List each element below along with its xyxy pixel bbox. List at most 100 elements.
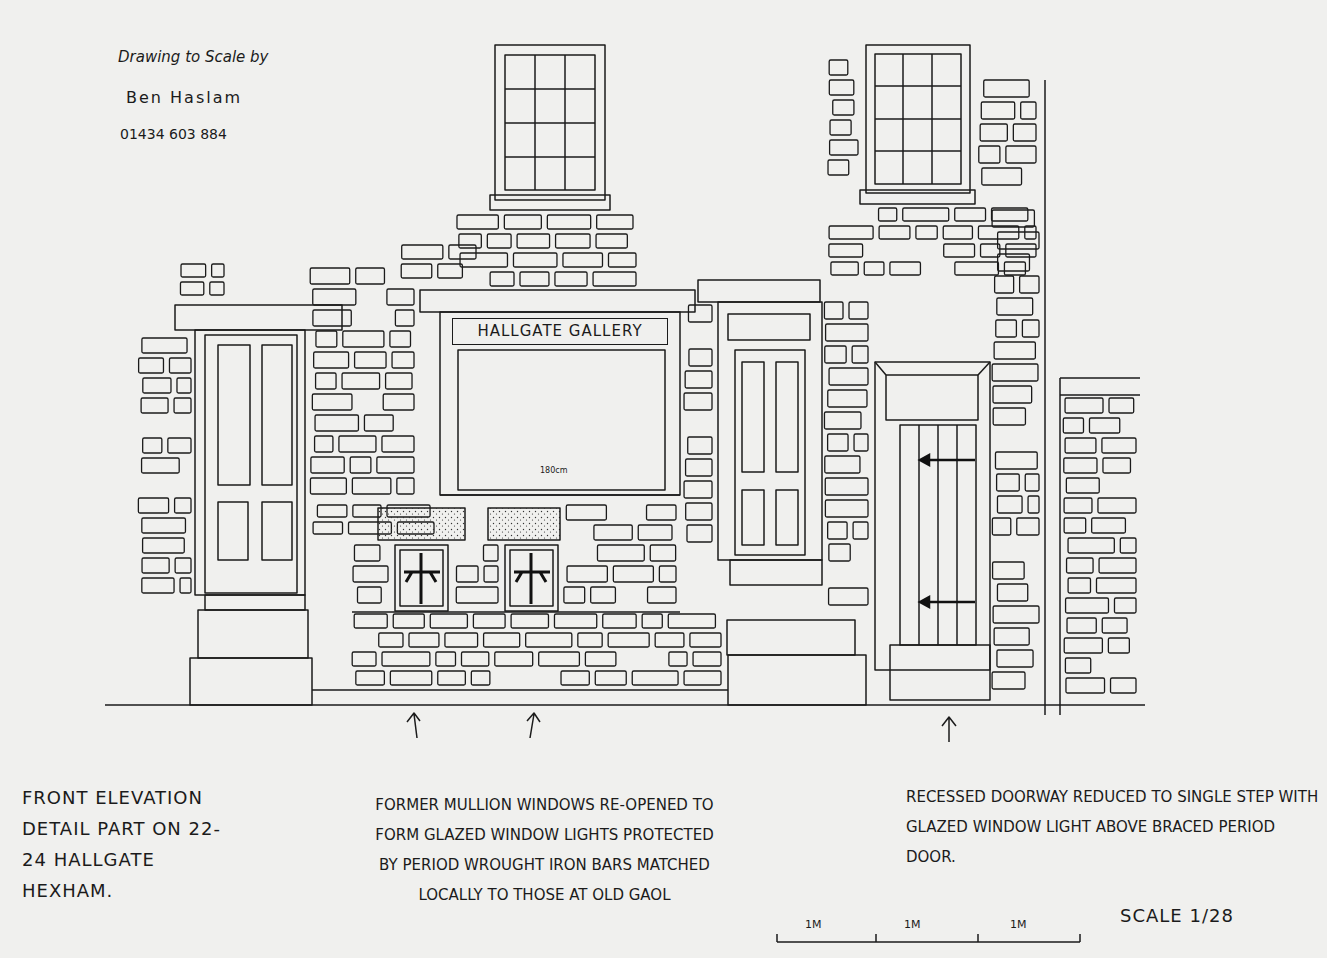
stone-block (409, 633, 439, 647)
drawing-line (458, 350, 665, 490)
drawing-line (925, 601, 975, 604)
stone-block (831, 262, 858, 275)
stone-block (513, 253, 556, 267)
stone-block (316, 331, 337, 347)
stone-block (824, 412, 861, 429)
stone-block (613, 566, 653, 582)
drawing-line (925, 459, 975, 462)
stone-block (830, 140, 858, 155)
stone-block (390, 671, 431, 685)
stone-block (139, 358, 164, 373)
stone-block (180, 282, 203, 295)
stone-block (1111, 678, 1136, 693)
stone-block (313, 522, 342, 534)
dimension-label: 180cm (540, 466, 567, 476)
stone-block (1064, 518, 1086, 533)
credit-text: Drawing to Scale by (118, 48, 269, 66)
stone-block (310, 268, 350, 284)
stone-block (1096, 578, 1136, 593)
stone-block (484, 566, 498, 582)
drawing-line (505, 545, 558, 611)
stone-block (430, 614, 467, 628)
stone-block (313, 310, 351, 326)
stone-block (212, 264, 224, 277)
stone-block (879, 226, 910, 239)
drawing-line (730, 560, 822, 585)
stone-block (1064, 498, 1092, 513)
stone-block (1025, 474, 1039, 491)
drawing-line (1059, 378, 1061, 715)
stone-block (181, 264, 206, 277)
stone-block (903, 208, 949, 221)
stone-block (174, 398, 191, 413)
stone-block (354, 545, 379, 561)
drawing-line (175, 305, 342, 330)
drawing-line (776, 362, 798, 472)
stone-block (591, 587, 616, 603)
stone-block (504, 215, 541, 229)
stone-block (555, 272, 587, 286)
building-outline (105, 45, 1145, 715)
drawing-line (505, 88, 595, 90)
drawing-line (875, 118, 961, 120)
drawing-line (875, 362, 990, 670)
stone-block (401, 264, 432, 278)
drawing-line (195, 330, 305, 595)
stone-block (169, 358, 191, 373)
stone-block (849, 302, 868, 319)
stone-block (825, 346, 846, 363)
stone-block (210, 282, 224, 295)
stone-block (520, 272, 549, 286)
stone-block (608, 253, 636, 267)
stone-block (438, 264, 463, 278)
stone-block (829, 226, 873, 239)
stone-block (1067, 558, 1094, 573)
stone-block (1006, 244, 1036, 257)
doorway-note: RECESSED DOORWAY REDUCED TO SINGLE STEP … (906, 782, 1324, 872)
drawing-line (875, 85, 961, 87)
stone-block (343, 331, 384, 347)
stone-block (825, 478, 868, 495)
stone-block (1066, 678, 1105, 693)
stone-block (350, 457, 371, 473)
stone-block (984, 80, 1029, 97)
stone-block (364, 415, 393, 431)
stone-block (650, 545, 675, 561)
drawing-line (400, 550, 443, 606)
stone-block (1013, 124, 1036, 141)
stone-block (578, 633, 602, 647)
drawing-line (1060, 377, 1140, 379)
stone-block (168, 438, 191, 453)
drawing-line (1079, 934, 1081, 942)
stone-block (879, 208, 897, 221)
drawing-line (440, 494, 680, 496)
stone-block (547, 215, 590, 229)
stone-block (981, 102, 1014, 119)
stone-block (1028, 496, 1039, 513)
stone-block (853, 522, 868, 539)
stone-block (484, 633, 520, 647)
drawing-line (727, 620, 855, 655)
drawing-line (920, 597, 929, 607)
stone-block (916, 226, 937, 239)
stone-block (1067, 618, 1096, 633)
stone-block (1004, 262, 1025, 275)
stone-block (567, 566, 607, 582)
stone-block (944, 244, 975, 257)
stone-block (141, 398, 168, 413)
stone-block (826, 324, 868, 341)
drawing-line (875, 362, 886, 375)
stone-block (689, 349, 712, 366)
stone-block (603, 614, 636, 628)
stone-block (142, 458, 180, 473)
stone-block (890, 262, 921, 275)
stone-block (563, 253, 603, 267)
stone-block (1089, 418, 1119, 433)
stone-block (1006, 146, 1036, 163)
drawing-line (875, 54, 961, 184)
stone-block (833, 100, 854, 115)
stone-block (830, 120, 851, 135)
stone-block (997, 496, 1022, 513)
drawing-line (886, 375, 978, 420)
